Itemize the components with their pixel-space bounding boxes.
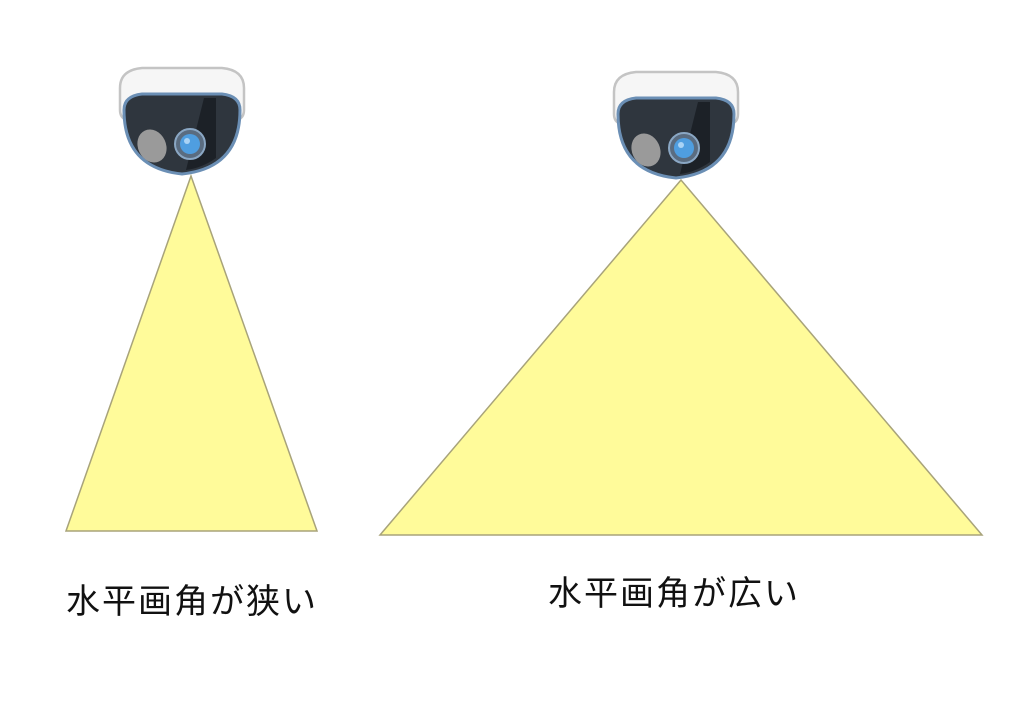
panel-narrow — [64, 66, 319, 532]
fov-triangle-narrow — [64, 173, 319, 532]
dome-camera-icon — [118, 66, 246, 176]
panel-wide — [378, 70, 984, 536]
label-wide-angle: 水平画角が広い — [548, 574, 800, 614]
fov-triangle-wide — [378, 178, 984, 536]
dome-camera-icon — [612, 70, 740, 180]
label-narrow-angle: 水平画角が狭い — [66, 582, 318, 622]
